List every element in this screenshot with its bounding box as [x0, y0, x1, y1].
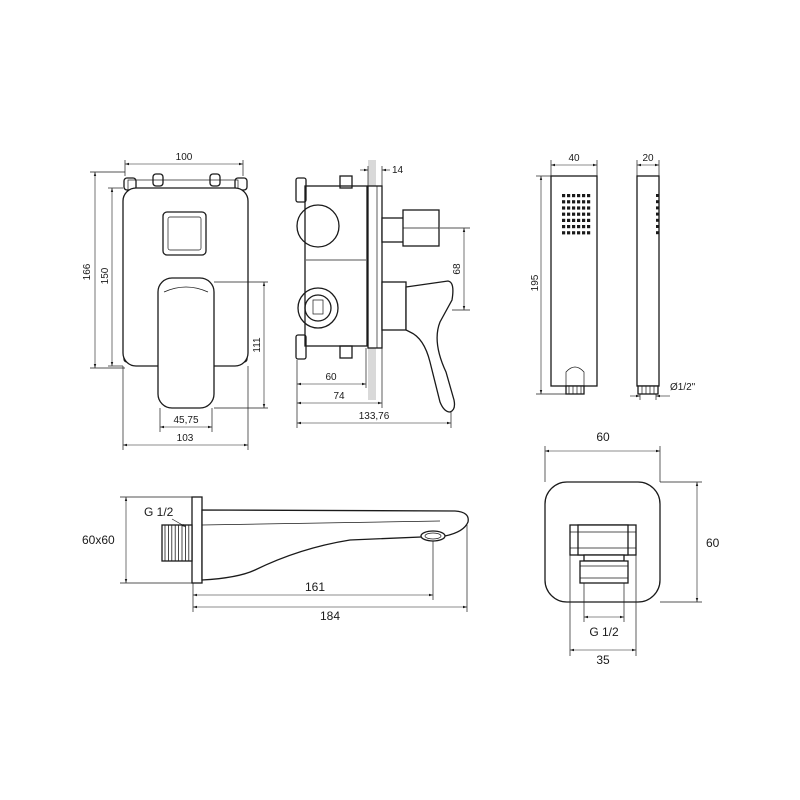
nozzle: [587, 206, 591, 210]
nozzle: [582, 194, 586, 198]
elbow-view: 60 60 G 1/2 35: [544, 430, 720, 667]
nozzle-grid: [562, 194, 591, 235]
concealed-box: [304, 185, 368, 347]
nozzle: [582, 200, 586, 204]
nozzle: [577, 206, 581, 210]
side-nozzle: [656, 218, 659, 222]
flange: [367, 185, 383, 349]
nozzle: [582, 231, 586, 235]
nozzle: [567, 231, 571, 235]
nozzle: [562, 206, 566, 210]
nozzle: [567, 200, 571, 204]
nozzle: [562, 212, 566, 216]
dim-elbow-thread: G 1/2: [589, 625, 619, 639]
side-view: 14 68 60 74 133,76: [295, 160, 470, 428]
dim-elbow-base: 35: [596, 653, 610, 667]
nozzle: [582, 218, 586, 222]
dim-elbow-height: 60: [706, 536, 720, 550]
dim-spout-outlet: 161: [305, 580, 325, 594]
nozzle: [587, 212, 591, 216]
nozzle: [562, 225, 566, 229]
nozzle: [572, 218, 576, 222]
side-nozzle: [656, 225, 659, 228]
dim-height-plate: 150: [100, 267, 111, 284]
dim-spout-total: 184: [320, 609, 340, 623]
side-nozzle: [656, 200, 659, 204]
spout-thread-label: G 1/2: [144, 505, 174, 519]
nozzle: [562, 218, 566, 222]
nozzle: [577, 225, 581, 229]
nozzle: [587, 200, 591, 204]
nozzle: [577, 200, 581, 204]
spout-plate-label: 60x60: [82, 533, 115, 547]
lever-handle: [157, 277, 215, 409]
dim-shower-width: 40: [568, 153, 580, 164]
nozzle: [562, 231, 566, 235]
side-nozzle: [656, 212, 659, 216]
side-nozzle: [656, 194, 659, 197]
nozzle: [587, 194, 591, 198]
dim-flange: 14: [392, 165, 404, 176]
dim-outlet-offset: 68: [452, 263, 463, 275]
diverter-cartridge: [296, 204, 340, 248]
hand-shower-front: 40 195: [530, 153, 598, 395]
dim-height-outer: 166: [82, 263, 93, 280]
dim-depth-total: 133,76: [359, 411, 390, 422]
spout-view: G 1/2 60x60 161 184: [82, 496, 469, 623]
dim-shower-thread: Ø1/2": [670, 382, 696, 393]
mixing-cartridge: [297, 287, 339, 329]
spout-body: [201, 509, 469, 581]
elbow-plate: [544, 481, 661, 603]
nozzle: [587, 225, 591, 229]
hand-shower-side: 20 Ø1/2": [630, 153, 696, 400]
nozzle: [562, 200, 566, 204]
dim-lever-width: 45,75: [173, 415, 198, 426]
nozzle: [567, 218, 571, 222]
dim-shower-height: 195: [530, 274, 541, 291]
nozzle: [572, 206, 576, 210]
selector-button: [162, 211, 207, 256]
spout-wall-plate: [191, 496, 203, 584]
dim-height-lever: 111: [252, 337, 263, 353]
nozzle: [572, 225, 576, 229]
side-nozzle: [656, 206, 659, 210]
front-view: 100 166 150 111 45,75 103: [82, 152, 268, 450]
dim-elbow-width: 60: [596, 430, 610, 444]
nozzle: [582, 206, 586, 210]
nozzle: [562, 194, 566, 198]
nozzle: [577, 218, 581, 222]
dim-width-top: 100: [176, 152, 193, 163]
nozzle: [587, 218, 591, 222]
nozzle: [582, 212, 586, 216]
nozzle: [577, 194, 581, 198]
nozzle: [567, 206, 571, 210]
nozzle: [572, 212, 576, 216]
nozzle: [567, 194, 571, 198]
lever-side: [405, 280, 456, 413]
nozzle: [577, 212, 581, 216]
nozzle: [572, 200, 576, 204]
nozzle: [572, 194, 576, 198]
nozzle: [567, 212, 571, 216]
nozzle: [567, 225, 571, 229]
dim-shower-side: 20: [642, 153, 654, 164]
spout-thread: [161, 524, 193, 562]
nozzle: [587, 231, 591, 235]
nozzle: [572, 231, 576, 235]
dim-depth-body: 60: [325, 372, 337, 383]
nozzle: [577, 231, 581, 235]
dim-depth-box: 74: [333, 391, 345, 402]
dim-width-bottom: 103: [177, 433, 194, 444]
side-nozzle: [656, 231, 659, 235]
nozzle: [582, 225, 586, 229]
